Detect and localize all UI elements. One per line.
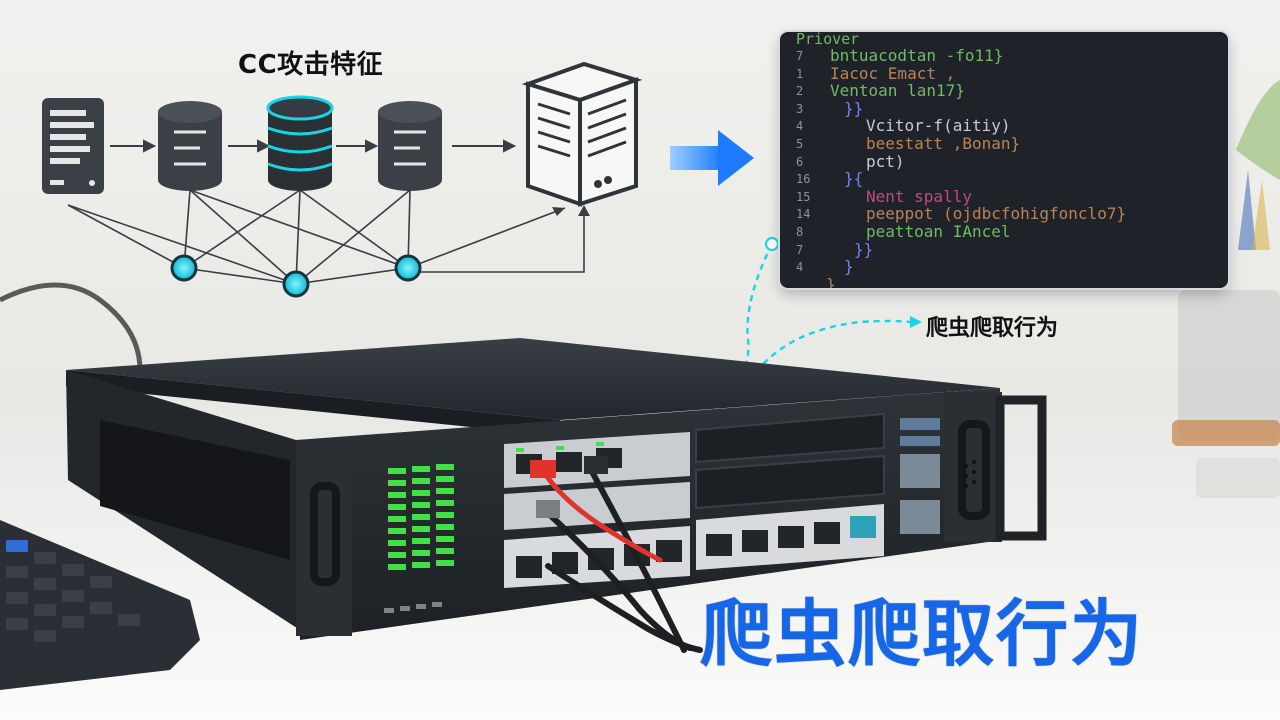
client-terminal-icon (42, 98, 104, 194)
code-line-text: beestatt ,Bonan} (866, 134, 1021, 153)
code-line-text: }} (844, 98, 902, 118)
cc-attack-label: CC攻击特征 (238, 50, 384, 80)
diagram-links (67, 189, 585, 285)
plant-pot (1172, 80, 1280, 446)
crawler-side-label: 爬虫爬取行为 (926, 316, 1059, 341)
code-line-number: 16 (796, 172, 811, 187)
code-header: Priover (796, 32, 860, 48)
network-appliance (66, 338, 1047, 640)
status-leds (388, 464, 454, 570)
code-line-number: 5 (796, 137, 804, 151)
code-line-text: Vcitor-f(aitiy) (866, 116, 1011, 136)
keyboard (0, 520, 200, 690)
server-tower-icon (521, 61, 643, 207)
code-line-text: bntuacodtan -fo11} (830, 46, 1004, 65)
code-line-number: 14 (796, 207, 811, 222)
code-line-text: pct) (866, 151, 905, 171)
database-icon-3 (378, 101, 442, 191)
code-line-text: } (844, 257, 854, 277)
diagram-nodes (170, 254, 422, 298)
patch-cables (537, 463, 703, 653)
code-line-number: 7 (796, 49, 804, 63)
code-line-number: 15 (796, 189, 811, 204)
database-icon-1 (158, 101, 222, 191)
code-line-number: 7 (796, 242, 804, 257)
code-line-text: peeppot (ojdbcfohigfonclo7} (866, 204, 1127, 224)
code-line-number: 4 (796, 260, 804, 275)
code-line-number: 2 (796, 84, 804, 99)
database-icon-highlighted (266, 95, 334, 191)
code-line-number: 6 (796, 154, 804, 169)
code-line-text: peattoan IAncel (866, 222, 1011, 241)
arrow-right-icon (670, 130, 754, 186)
crawler-title: 爬虫爬取行为 (700, 592, 1145, 676)
code-line-number: 1 (796, 66, 804, 81)
code-line-text: Nent spally (866, 186, 972, 206)
code-line-text: Iacoc Emact , (830, 63, 956, 83)
code-panel: Priover 7 bntuacodtan -fo11} 1 Iacoc Emact … (780, 32, 1228, 288)
code-line-number: 3 (796, 101, 804, 116)
code-line-number: 4 (796, 119, 804, 134)
code-line-text: Ventoan lan17} (830, 81, 965, 101)
diagram-arrowheads (552, 205, 590, 216)
code-line-text: }{ (844, 169, 864, 189)
code-line-text: }} (854, 239, 874, 259)
code-line-text: } (826, 274, 836, 288)
code-line-number: 8 (796, 225, 804, 239)
